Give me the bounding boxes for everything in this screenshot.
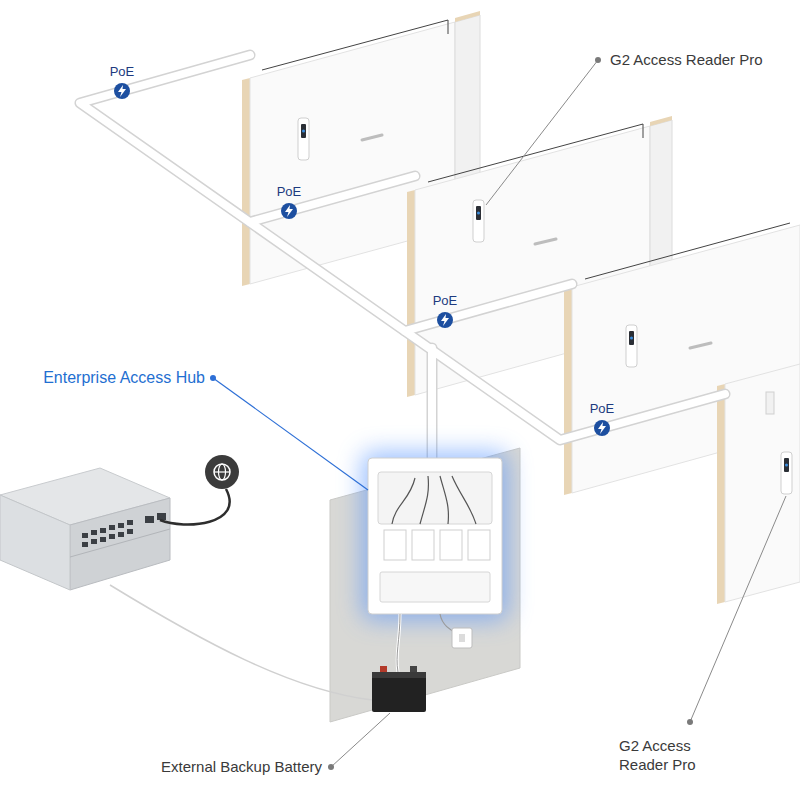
conduit [80, 55, 725, 458]
callout-label: G2 Access Reader Pro [619, 737, 703, 775]
internet-globe [205, 455, 239, 489]
poe-label: PoE [590, 401, 615, 417]
callout-label: G2 Access Reader Pro [610, 51, 763, 70]
poe-label: PoE [433, 293, 458, 309]
callout-label: Enterprise Access Hub [43, 368, 205, 388]
wall [717, 364, 800, 604]
poe-label: PoE [277, 184, 302, 200]
poe-label: PoE [110, 64, 135, 80]
hub-wall [330, 448, 520, 722]
leader-line [210, 57, 786, 770]
callout-label: External Backup Battery [161, 758, 322, 777]
network-switch [0, 468, 372, 700]
